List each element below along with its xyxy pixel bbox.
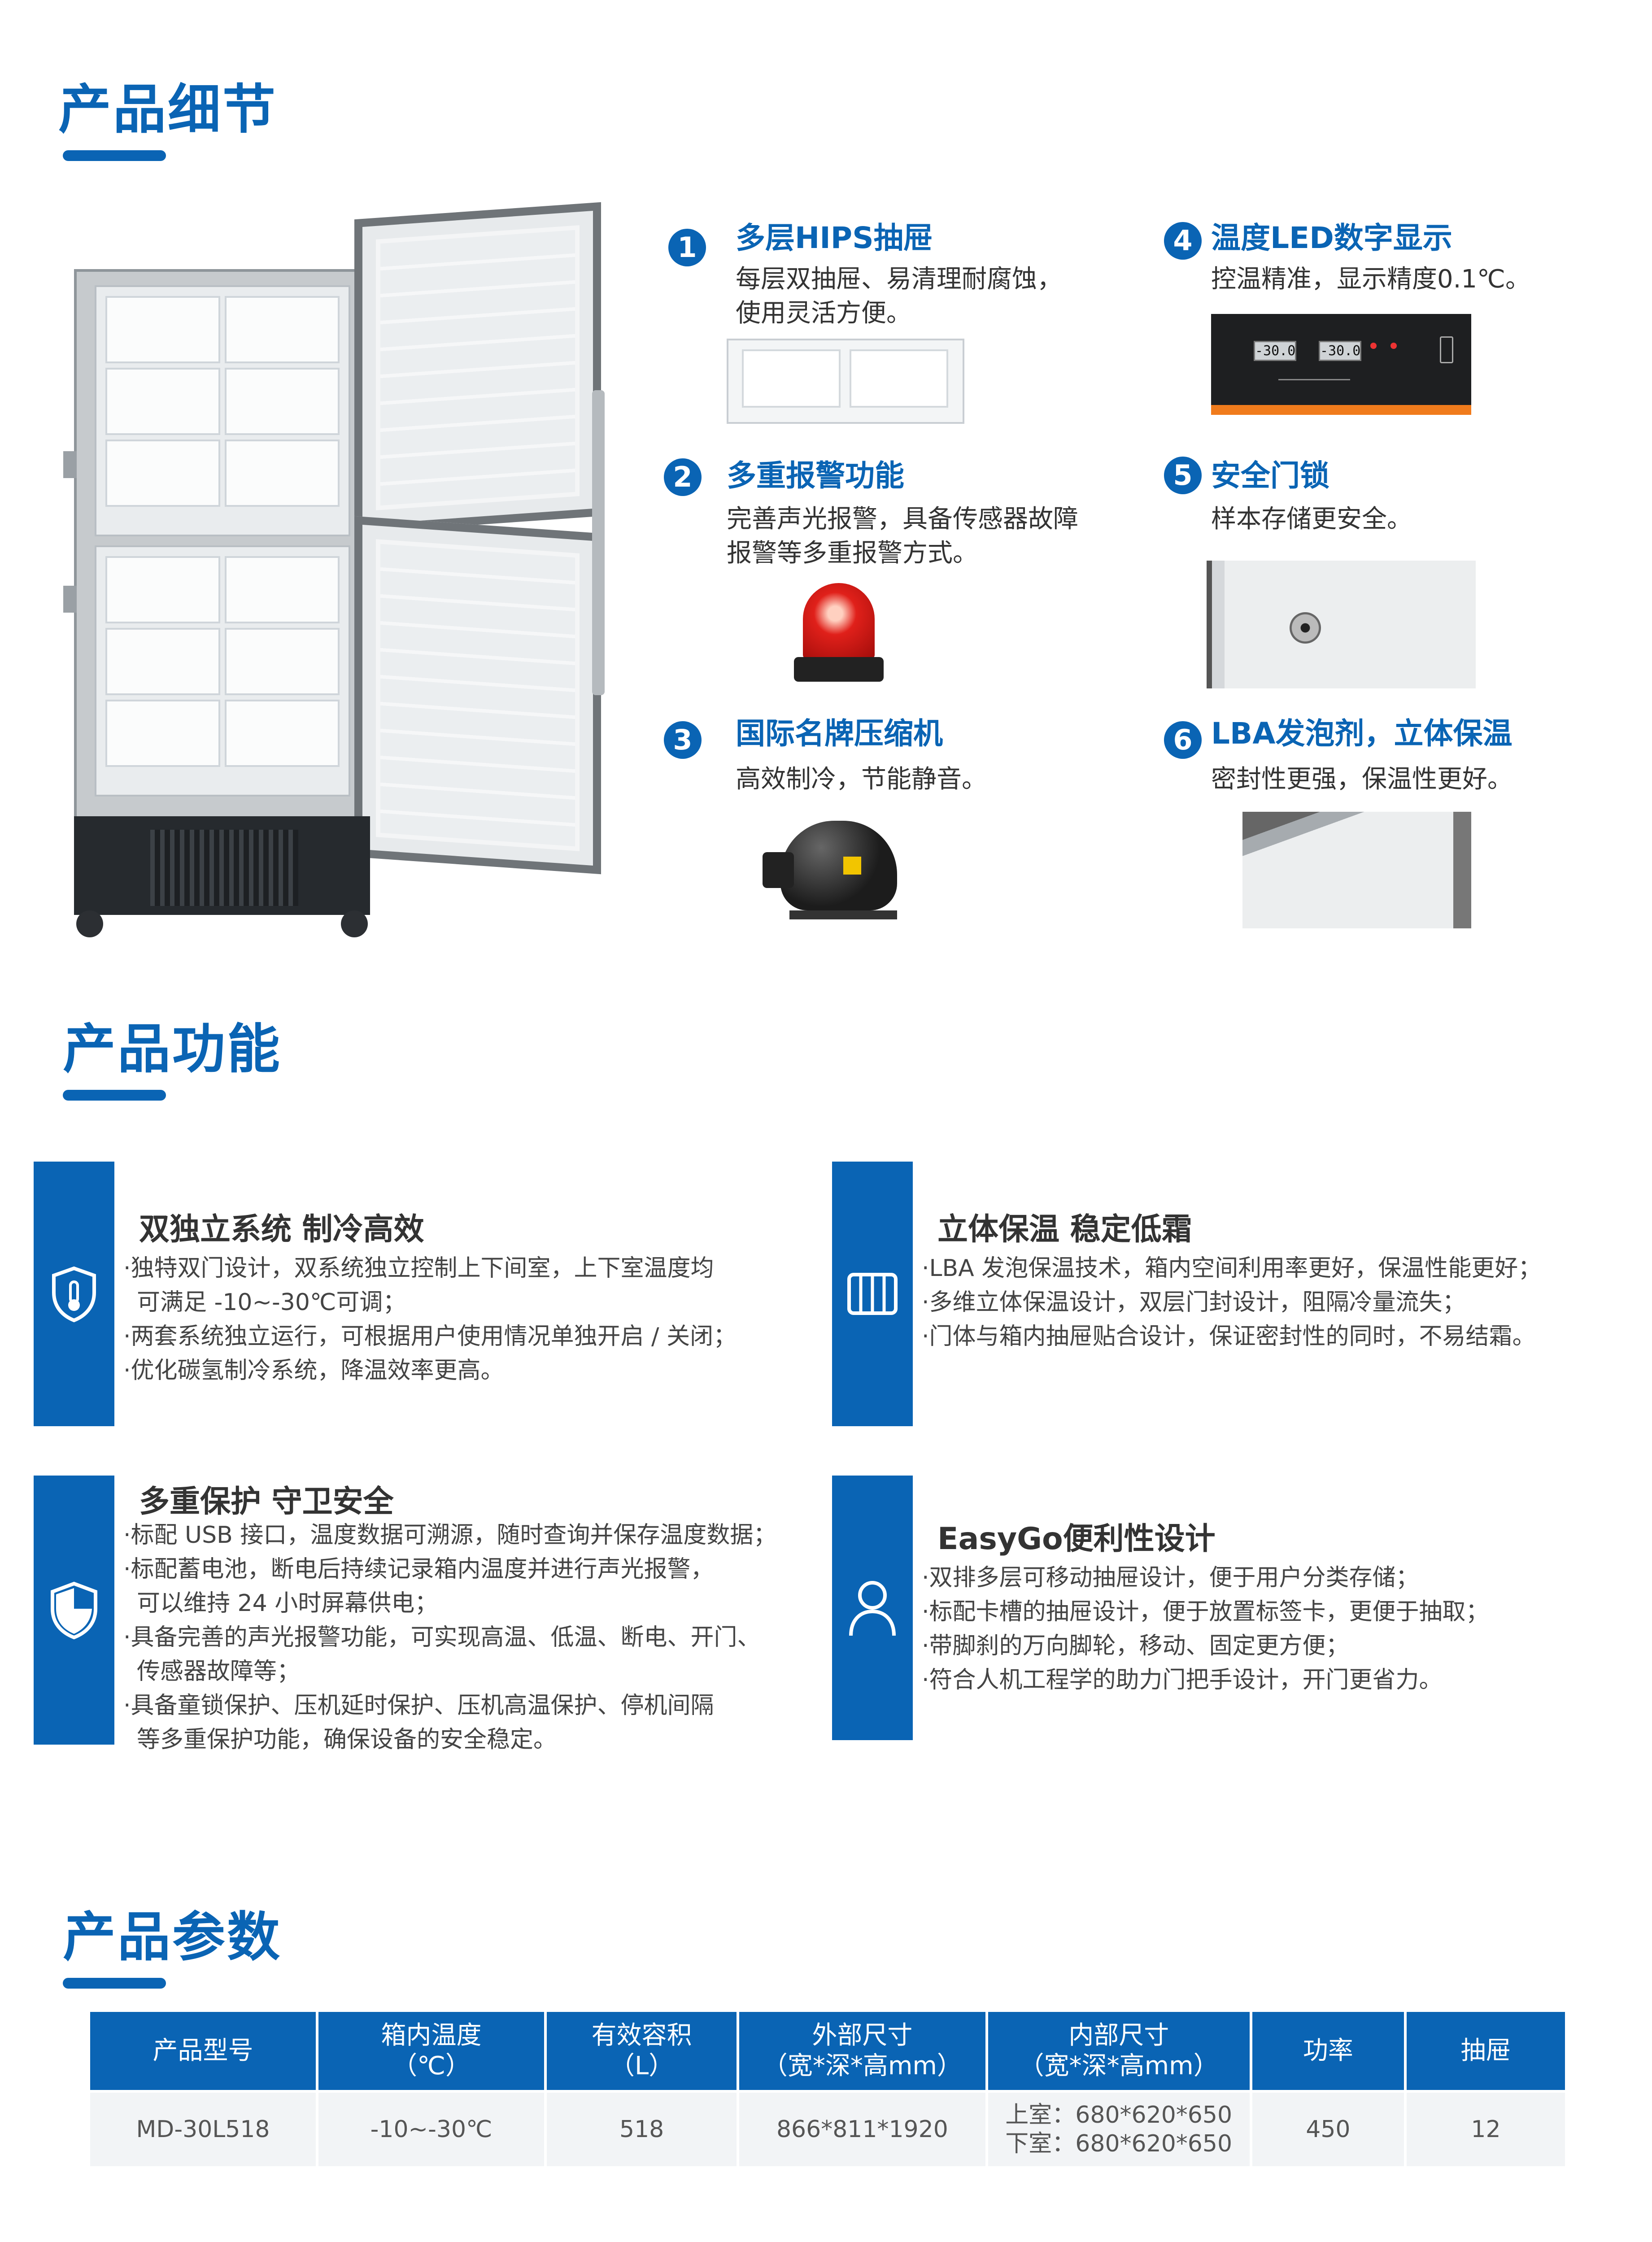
header-external-size: 外部尺寸（宽*深*高mm） <box>737 2009 988 2093</box>
feature-desc: 控温精准，显示精度0.1℃。 <box>1211 265 1530 294</box>
feature-desc: 高效制冷，节能静音。 <box>736 765 987 794</box>
feature-block-easygo: EasyGo便利性设计 ·双排多层可移动抽屉设计，便于用户分类存储； ·标配卡槽… <box>832 1476 1630 1740</box>
drawer-image <box>727 339 964 424</box>
feature-title-foam-insulation: LBA发泡剂，立体保温 <box>1211 716 1513 751</box>
feature-block-line: ·标配卡槽的抽屉设计，便于放置标签卡，更便于抽取； <box>922 1598 1489 1625</box>
cell-capacity: 518 <box>544 2090 740 2169</box>
door-seal-image <box>1242 812 1471 928</box>
feature-block-line: ·多维立体保温设计，双层门封设计，阻隔冷量流失； <box>922 1289 1466 1316</box>
feature-block-insulation: 立体保温 稳定低霜 ·LBA 发泡保温技术，箱内空间利用率更好，保温性能更好； … <box>832 1162 1630 1426</box>
section-underline <box>63 1090 166 1101</box>
feature-block-line: ·具备童锁保护、压机延时保护、压机高温保护、停机间隔 <box>123 1692 714 1719</box>
number-badge-3: 3 <box>664 721 702 759</box>
section-underline <box>63 150 166 161</box>
thermometer-shield-icon <box>34 1162 114 1426</box>
table-header-row: 产品型号 箱内温度（℃） 有效容积（L） 外部尺寸（宽*深*高mm） 内部尺寸（… <box>87 2009 1568 2093</box>
feature-block-line: ·标配蓄电池，断电后持续记录箱内温度并进行声光报警， <box>123 1556 714 1583</box>
feature-block-line: ·LBA 发泡保温技术，箱内空间利用率更好，保温性能更好； <box>922 1255 1542 1282</box>
feature-block-line: ·门体与箱内抽屉贴合设计，保证密封性的同时，不易结霜。 <box>922 1323 1536 1350</box>
control-panel-image: -30.0 -30.0 <box>1211 314 1471 415</box>
compressor-icon <box>763 812 920 933</box>
section-title-functions: 产品功能 <box>63 1018 282 1080</box>
feature-block-line: 可以维持 24 小时屏幕供电； <box>137 1590 438 1617</box>
alarm-light-icon <box>794 583 884 686</box>
section-underline <box>63 1978 166 1989</box>
feature-block-line: ·双排多层可移动抽屉设计，便于用户分类存储； <box>922 1564 1419 1591</box>
user-icon <box>832 1476 913 1740</box>
header-model: 产品型号 <box>87 2009 318 2093</box>
number-badge-6: 6 <box>1164 721 1202 759</box>
feature-block-line: ·标配 USB 接口，温度数据可溯源，随时查询并保存温度数据； <box>123 1522 777 1549</box>
feature-block-line: 等多重保护功能，确保设备的安全稳定。 <box>137 1726 557 1753</box>
section-title-details: 产品细节 <box>58 78 278 140</box>
header-power: 功率 <box>1249 2009 1407 2093</box>
cell-power: 450 <box>1249 2090 1407 2169</box>
feature-block-protection: 多重保护 守卫安全 ·标配 USB 接口，温度数据可溯源，随时查询并保存温度数据… <box>34 1476 832 1753</box>
feature-desc: 样本存储更安全。 <box>1211 505 1412 534</box>
number-badge-2: 2 <box>664 458 702 496</box>
header-drawers: 抽屉 <box>1404 2009 1568 2093</box>
spec-table: 产品型号 箱内温度（℃） 有效容积（L） 外部尺寸（宽*深*高mm） 内部尺寸（… <box>87 2009 1568 2169</box>
feature-block-line: 可满足 -10~-30℃可调； <box>137 1289 406 1316</box>
feature-block-line: ·带脚刹的万向脚轮，移动、固定更方便； <box>922 1633 1349 1659</box>
feature-block-title: 双独立系统 制冷高效 <box>139 1212 424 1247</box>
insulation-icon <box>832 1162 913 1426</box>
feature-block-title: 多重保护 守卫安全 <box>139 1484 394 1519</box>
header-internal-size: 内部尺寸（宽*深*高mm） <box>985 2009 1252 2093</box>
feature-desc: 每层双抽屉、易清理耐腐蚀， <box>736 265 1062 294</box>
feature-block-line: ·具备完善的声光报警功能，可实现高温、低温、断电、开门、 <box>123 1624 761 1651</box>
feature-desc: 完善声光报警，具备传感器故障 <box>727 505 1078 534</box>
section-title-params: 产品参数 <box>63 1906 282 1968</box>
lower-temp-display: -30.0 <box>1319 341 1361 361</box>
feature-block-line: ·独特双门设计，双系统独立控制上下间室，上下室温度均 <box>123 1255 714 1282</box>
feature-desc: 报警等多重报警方式。 <box>727 539 978 568</box>
upper-temp-display: -30.0 <box>1254 341 1296 361</box>
feature-desc: 密封性更强，保温性更好。 <box>1211 765 1513 794</box>
number-badge-5: 5 <box>1164 457 1202 494</box>
number-badge-1: 1 <box>668 229 706 266</box>
feature-title-drawers: 多层HIPS抽屉 <box>736 221 933 255</box>
cell-external-size: 866*811*1920 <box>737 2090 988 2169</box>
cell-inner-temp: -10~-30℃ <box>315 2090 547 2169</box>
feature-title-led-display: 温度LED数字显示 <box>1211 221 1452 255</box>
feature-block-dual-system: 双独立系统 制冷高效 ·独特双门设计，双系统独立控制上下间室，上下室温度均 可满… <box>34 1162 832 1426</box>
feature-title-compressor: 国际名牌压缩机 <box>736 716 943 751</box>
number-badge-4: 4 <box>1164 222 1202 260</box>
header-capacity: 有效容积（L） <box>544 2009 740 2093</box>
feature-block-line: ·符合人机工程学的助力门把手设计，开门更省力。 <box>922 1667 1443 1693</box>
feature-title-alarm: 多重报警功能 <box>727 458 904 493</box>
shield-icon <box>34 1476 114 1745</box>
feature-block-title: EasyGo便利性设计 <box>937 1521 1216 1557</box>
header-inner-temp: 箱内温度（℃） <box>315 2009 547 2093</box>
table-row: MD-30L518 -10~-30℃ 518 866*811*1920 上室：6… <box>87 2090 1568 2169</box>
feature-desc: 使用灵活方便。 <box>736 299 911 328</box>
cell-model: MD-30L518 <box>87 2090 318 2169</box>
cell-drawers: 12 <box>1404 2090 1568 2169</box>
feature-block-title: 立体保温 稳定低霜 <box>937 1212 1192 1247</box>
feature-block-line: 传感器故障等； <box>137 1658 301 1685</box>
feature-title-door-lock: 安全门锁 <box>1211 458 1329 493</box>
feature-block-line: ·优化碳氢制冷系统，降温效率更高。 <box>123 1357 504 1384</box>
door-lock-image <box>1207 561 1476 688</box>
feature-block-line: ·两套系统独立运行，可根据用户使用情况单独开启 / 关闭； <box>123 1323 737 1350</box>
